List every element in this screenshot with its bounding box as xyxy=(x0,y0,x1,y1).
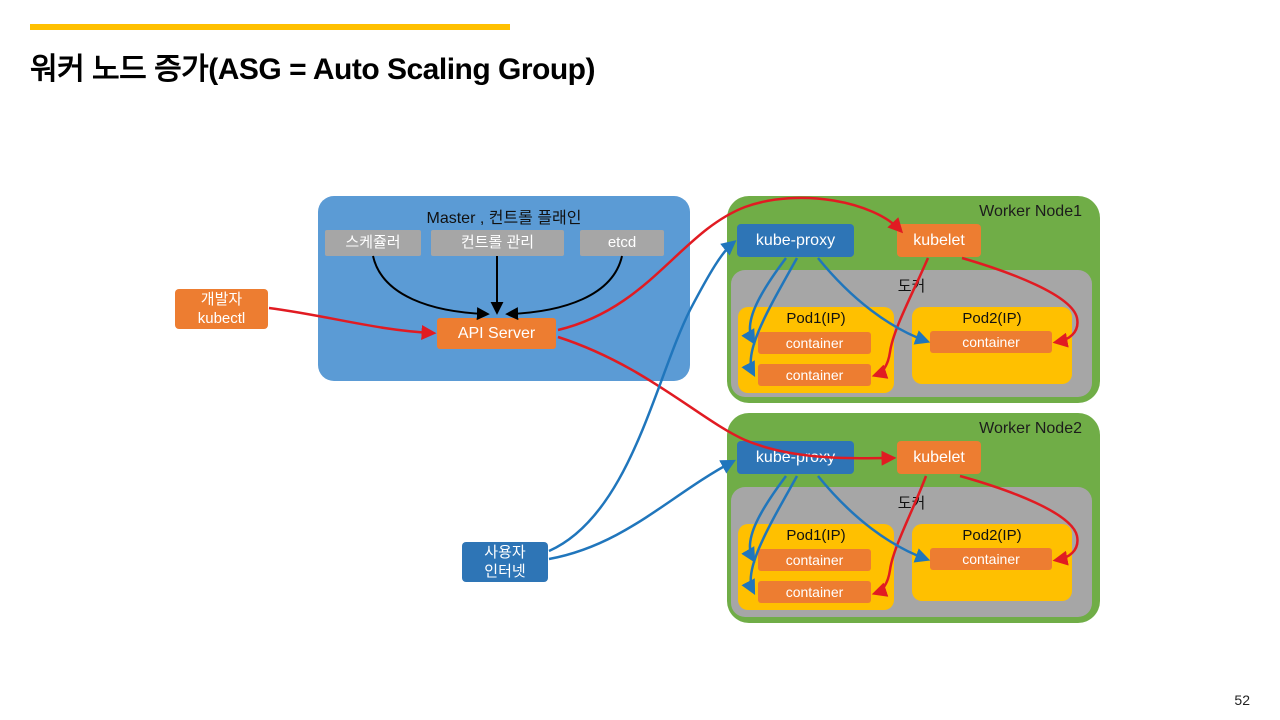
master-control-plane-box: Master , 컨트롤 플래인 스케쥴러 컨트롤 관리 etcd API Se… xyxy=(318,196,690,381)
worker-node-1-kube-proxy-box: kube-proxy xyxy=(737,224,854,257)
worker-node-2-kubelet-box: kubelet xyxy=(897,441,981,474)
title-accent-bar xyxy=(30,24,510,30)
kubectl-label: kubectl xyxy=(197,310,246,327)
pod1-label: Pod1(IP) xyxy=(786,310,846,327)
user-internet-box: 사용자 인터넷 xyxy=(462,542,548,582)
pod2-label: Pod2(IP) xyxy=(962,310,1022,327)
worker-node-2-docker-label: 도커 xyxy=(897,495,926,512)
worker-node-2-kube-proxy-box: kube-proxy xyxy=(737,441,854,474)
arrow-user-to-kubeproxy-node2 xyxy=(548,459,736,561)
internet-label: 인터넷 xyxy=(484,563,526,580)
page-number: 52 xyxy=(1234,692,1250,708)
etcd-box: etcd xyxy=(580,230,664,256)
worker-node-1-label: Worker Node1 xyxy=(979,203,1082,220)
worker-node-2: Worker Node2 kube-proxy kubelet 도커 Pod1(… xyxy=(727,413,1100,623)
pod1-container-2: container xyxy=(758,364,871,386)
pod1-label: Pod1(IP) xyxy=(786,527,846,544)
worker-node-1-pod2: Pod2(IP) container xyxy=(912,307,1072,384)
worker-node-1-docker-label: 도커 xyxy=(897,278,926,295)
worker-node-2-label: Worker Node2 xyxy=(979,420,1082,437)
pod1-container-1: container xyxy=(758,332,871,354)
pod1-container-2: container xyxy=(758,581,871,603)
worker-node-1: Worker Node1 kube-proxy kubelet 도커 Pod1(… xyxy=(727,196,1100,403)
worker-node-2-docker-box: 도커 Pod1(IP) container container Pod2(IP)… xyxy=(731,487,1092,617)
developer-kubectl-box: 개발자 kubectl xyxy=(175,289,268,329)
user-label: 사용자 xyxy=(484,544,526,561)
pod2-label: Pod2(IP) xyxy=(962,527,1022,544)
pod2-container-1: container xyxy=(930,331,1052,353)
worker-node-2-pod2: Pod2(IP) container xyxy=(912,524,1072,601)
page-title: 워커 노드 증가(ASG = Auto Scaling Group) xyxy=(30,53,596,86)
worker-node-2-pod1: Pod1(IP) container container xyxy=(738,524,894,610)
pod1-container-1: container xyxy=(758,549,871,571)
controller-manager-box: 컨트롤 관리 xyxy=(431,230,564,256)
developer-label: 개발자 xyxy=(200,291,243,308)
worker-node-1-pod1: Pod1(IP) container container xyxy=(738,307,894,393)
master-label: Master , 컨트롤 플래인 xyxy=(426,210,582,227)
worker-node-1-kubelet-box: kubelet xyxy=(897,224,981,257)
pod2-container-1: container xyxy=(930,548,1052,570)
worker-node-1-docker-box: 도커 Pod1(IP) container container Pod2(IP)… xyxy=(731,270,1092,397)
api-server-box: API Server xyxy=(437,318,556,349)
scheduler-box: 스케쥴러 xyxy=(325,230,421,256)
